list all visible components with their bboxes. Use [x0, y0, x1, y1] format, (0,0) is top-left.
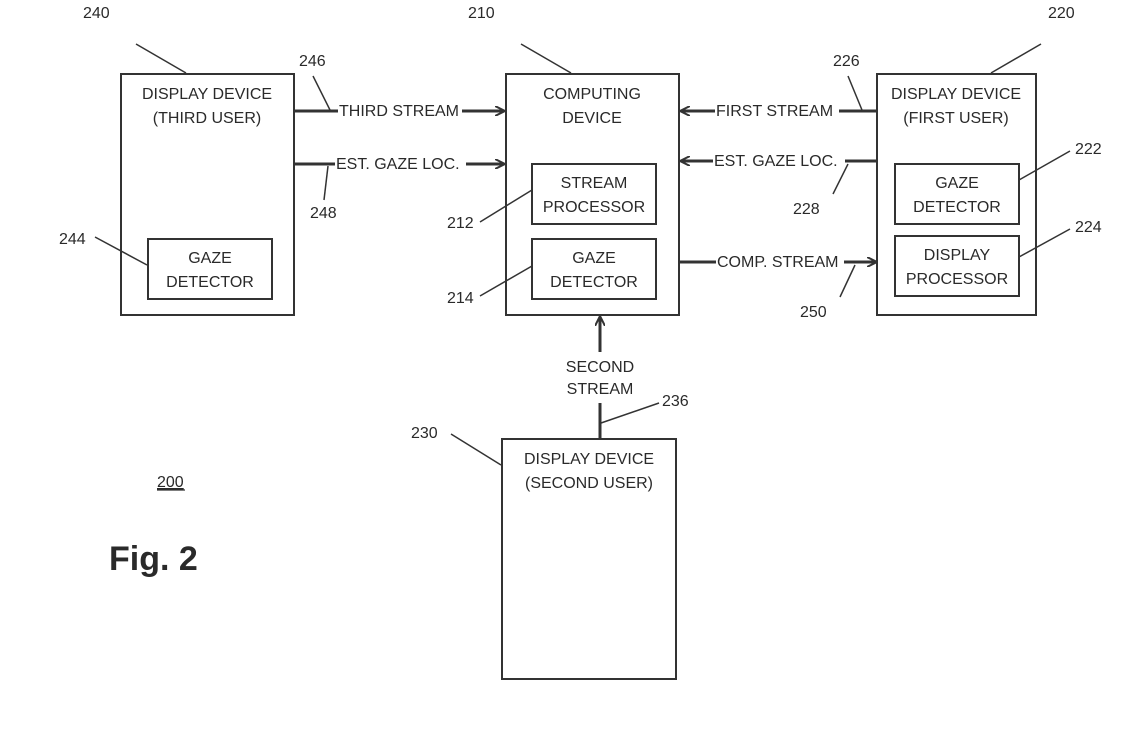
- first-gaze-label: EST. GAZE LOC.: [714, 153, 838, 170]
- first-device-title-2: (FIRST USER): [903, 110, 1008, 127]
- computing-gaze-detector-label-2: DETECTOR: [550, 274, 638, 291]
- leader-220: [990, 43, 1042, 74]
- third-device-title-2: (THIRD USER): [153, 110, 261, 127]
- leader-212: [479, 189, 533, 223]
- leader-222: [1018, 150, 1071, 181]
- third-gaze-detector-box: [147, 238, 273, 300]
- comp-stream-connection: COMP. STREAM 250: [679, 254, 876, 321]
- leader-244: [94, 236, 148, 266]
- ref-228: 228: [793, 201, 820, 218]
- leader-210: [520, 43, 572, 74]
- computing-gaze-detector-label-1: GAZE: [572, 250, 616, 267]
- second-stream-label-2: STREAM: [567, 381, 634, 398]
- ref-248: 248: [310, 205, 337, 222]
- computing-gaze-detector-box: [531, 238, 657, 300]
- computing-device-box: [505, 73, 680, 316]
- leader-228: [832, 163, 849, 195]
- ref-224: 224: [1075, 219, 1102, 236]
- leader-240: [135, 43, 187, 74]
- third-stream-connection: THIRD STREAM 246: [294, 53, 504, 120]
- leader-214: [479, 265, 533, 297]
- leader-236: [600, 402, 660, 424]
- ref-226: 226: [833, 53, 860, 70]
- figure-label: Fig. 2: [109, 540, 198, 578]
- first-gaze-connection: EST. GAZE LOC. 228: [681, 153, 877, 218]
- leader-248: [323, 165, 329, 201]
- first-gaze-detector-label-1: GAZE: [935, 175, 979, 192]
- third-gaze-label: EST. GAZE LOC.: [336, 156, 460, 173]
- ref-230: 230: [411, 425, 438, 442]
- ref-214: 214: [447, 290, 474, 307]
- ref-212: 212: [447, 215, 474, 232]
- leader-226: [847, 75, 863, 111]
- ref-210: 210: [468, 5, 495, 22]
- leader-246: [312, 75, 331, 111]
- second-device-title-2: (SECOND USER): [525, 475, 653, 492]
- stream-processor-label-2: PROCESSOR: [543, 199, 645, 216]
- computing-device-title-2: DEVICE: [562, 110, 622, 127]
- display-processor-label-2: PROCESSOR: [906, 271, 1008, 288]
- ref-220: 220: [1048, 5, 1075, 22]
- second-display-device-box: [501, 438, 677, 680]
- first-device-title-1: DISPLAY DEVICE: [891, 86, 1021, 103]
- ref-240: 240: [83, 5, 110, 22]
- second-display-device: DISPLAY DEVICE (SECOND USER) 230: [411, 425, 677, 680]
- figure-ref-200: 200: [157, 474, 184, 491]
- third-display-device-box: [120, 73, 295, 316]
- third-gaze-connection: EST. GAZE LOC. 248: [294, 156, 504, 222]
- first-display-device: DISPLAY DEVICE (FIRST USER) GAZE DETECTO…: [876, 5, 1102, 316]
- stream-processor-box: [531, 163, 657, 225]
- second-stream-connection: SECOND STREAM 236: [566, 317, 689, 439]
- third-gaze-detector-label-2: DETECTOR: [166, 274, 254, 291]
- ref-236: 236: [662, 393, 689, 410]
- leader-230: [450, 433, 502, 466]
- first-gaze-detector-box: [894, 163, 1020, 225]
- leader-250: [839, 264, 856, 298]
- computing-device: COMPUTING DEVICE STREAM PROCESSOR GAZE D…: [447, 5, 680, 316]
- ref-222: 222: [1075, 141, 1102, 158]
- third-display-device: DISPLAY DEVICE (THIRD USER) GAZE DETECTO…: [59, 5, 295, 316]
- display-processor-box: [894, 235, 1020, 297]
- third-gaze-detector-label-1: GAZE: [188, 250, 232, 267]
- first-stream-connection: FIRST STREAM 226: [681, 53, 877, 120]
- computing-device-title-1: COMPUTING: [543, 86, 641, 103]
- second-device-title-1: DISPLAY DEVICE: [524, 451, 654, 468]
- first-display-device-box: [876, 73, 1037, 316]
- third-stream-label: THIRD STREAM: [339, 103, 459, 120]
- stream-processor-label-1: STREAM: [561, 175, 628, 192]
- first-stream-label: FIRST STREAM: [716, 103, 833, 120]
- third-device-title-1: DISPLAY DEVICE: [142, 86, 272, 103]
- ref-250: 250: [800, 304, 827, 321]
- ref-246: 246: [299, 53, 326, 70]
- ref-244: 244: [59, 231, 86, 248]
- display-processor-label-1: DISPLAY: [924, 247, 991, 264]
- second-stream-label-1: SECOND: [566, 359, 634, 376]
- comp-stream-label: COMP. STREAM: [717, 254, 839, 271]
- leader-224: [1018, 228, 1071, 258]
- first-gaze-detector-label-2: DETECTOR: [913, 199, 1001, 216]
